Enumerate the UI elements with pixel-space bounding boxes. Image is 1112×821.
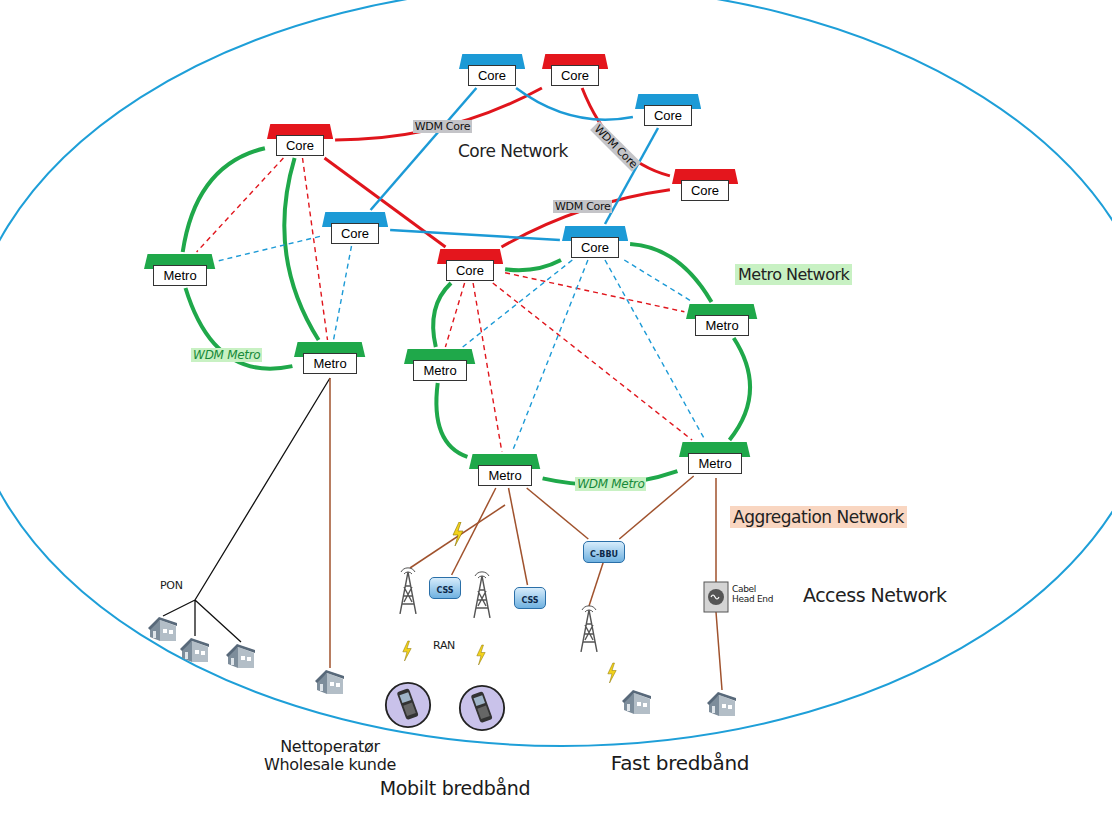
link-line — [186, 288, 293, 369]
equipment-box: CSS — [514, 587, 545, 609]
site-label: Metro — [303, 353, 356, 374]
caption-label: Fast bredbånd — [575, 752, 785, 775]
link-line — [445, 283, 464, 347]
link-label: WDM Core — [413, 120, 472, 133]
equipment-box: CSS — [429, 577, 460, 599]
site-label: Metro — [695, 315, 748, 336]
link-line — [334, 246, 352, 340]
site-label: Metro — [688, 453, 741, 474]
network-region: Metro NetworkCore NetworkCoreCoreCoreCor… — [115, 2, 1065, 502]
link-label: WDM Core — [590, 121, 641, 172]
link-line — [630, 244, 711, 302]
site-box: Core — [322, 212, 388, 244]
network-region: Aggregation NetworkMetro NetworkCore Net… — [37, 0, 1107, 608]
link-label: WDM Metro — [575, 477, 646, 491]
link-label: WDM Core — [553, 200, 612, 213]
link-line — [303, 158, 328, 340]
site-label: Core — [468, 65, 516, 86]
site-box: Metro — [294, 342, 365, 374]
site-box: Metro — [686, 304, 757, 336]
link-line — [452, 488, 496, 575]
equipment-label: CSS — [521, 596, 538, 605]
link-line — [390, 230, 560, 240]
region-title: Core Network — [455, 140, 571, 162]
site-box: Metro — [144, 254, 215, 286]
site-label: Core — [446, 260, 494, 281]
caption-label: Mobilt bredbånd — [340, 778, 570, 800]
link-line — [284, 158, 318, 340]
equipment-label: C-BBU — [590, 550, 618, 559]
region-title: Access Network — [800, 583, 949, 607]
link-line — [527, 488, 589, 539]
region-ellipse — [39, 0, 1105, 606]
region-outline — [37, 0, 1107, 608]
region-outline — [0, 0, 1112, 747]
link-line — [473, 283, 502, 452]
site-label: Core — [551, 65, 599, 86]
network-region: Access Network Aggregation Network Metro N… — [0, 0, 1112, 747]
region-ellipse — [117, 4, 1063, 500]
link-line — [605, 260, 705, 440]
link-line — [730, 338, 751, 440]
link-line — [325, 158, 446, 247]
caption-label: Nettoperatør Wholesale kunde — [245, 738, 415, 775]
link-line — [183, 148, 265, 252]
region-ellipse — [277, 5, 813, 311]
site-label: Metro — [478, 465, 531, 486]
network-region: Core NetworkCoreCoreCoreCoreCoreCoreCore… — [275, 3, 815, 313]
site-label: Metro — [153, 265, 206, 286]
site-box: Core — [437, 249, 503, 281]
link-line — [505, 260, 561, 270]
link-line — [505, 273, 684, 312]
link-line — [335, 88, 542, 140]
caption-label: RAN — [433, 640, 455, 653]
site-box: Metro — [679, 442, 750, 474]
region-ellipse — [0, 0, 1112, 745]
link-line — [436, 383, 467, 457]
site-box: Core — [267, 124, 333, 156]
link-line — [197, 158, 284, 252]
link-label: WDM Metro — [191, 348, 262, 362]
site-box: Metro — [469, 454, 540, 486]
site-label: Core — [571, 237, 619, 258]
site-label: Core — [681, 180, 729, 201]
link-line — [512, 260, 588, 452]
site-box: Core — [459, 54, 525, 86]
link-line — [509, 488, 528, 585]
site-label: Core — [276, 135, 324, 156]
equipment-box: C-BBU — [583, 541, 625, 563]
site-box: Core — [672, 169, 738, 201]
site-box: Core — [562, 226, 628, 258]
link-line — [218, 236, 320, 261]
site-box: Metro — [404, 349, 475, 381]
region-title: Aggregation Network — [730, 506, 907, 528]
equipment-label: CSS — [436, 586, 453, 595]
caption-label: PON — [160, 580, 183, 593]
region-title: Metro Network — [735, 264, 852, 285]
link-line — [516, 88, 633, 120]
link-line — [493, 283, 692, 440]
caption-label: Cabel Head End — [732, 584, 780, 605]
site-box: Core — [542, 54, 608, 86]
site-label: Core — [331, 223, 379, 244]
site-box: Core — [635, 94, 701, 126]
site-label: Metro — [413, 360, 466, 381]
site-label: Core — [644, 105, 692, 126]
link-line — [624, 260, 692, 302]
